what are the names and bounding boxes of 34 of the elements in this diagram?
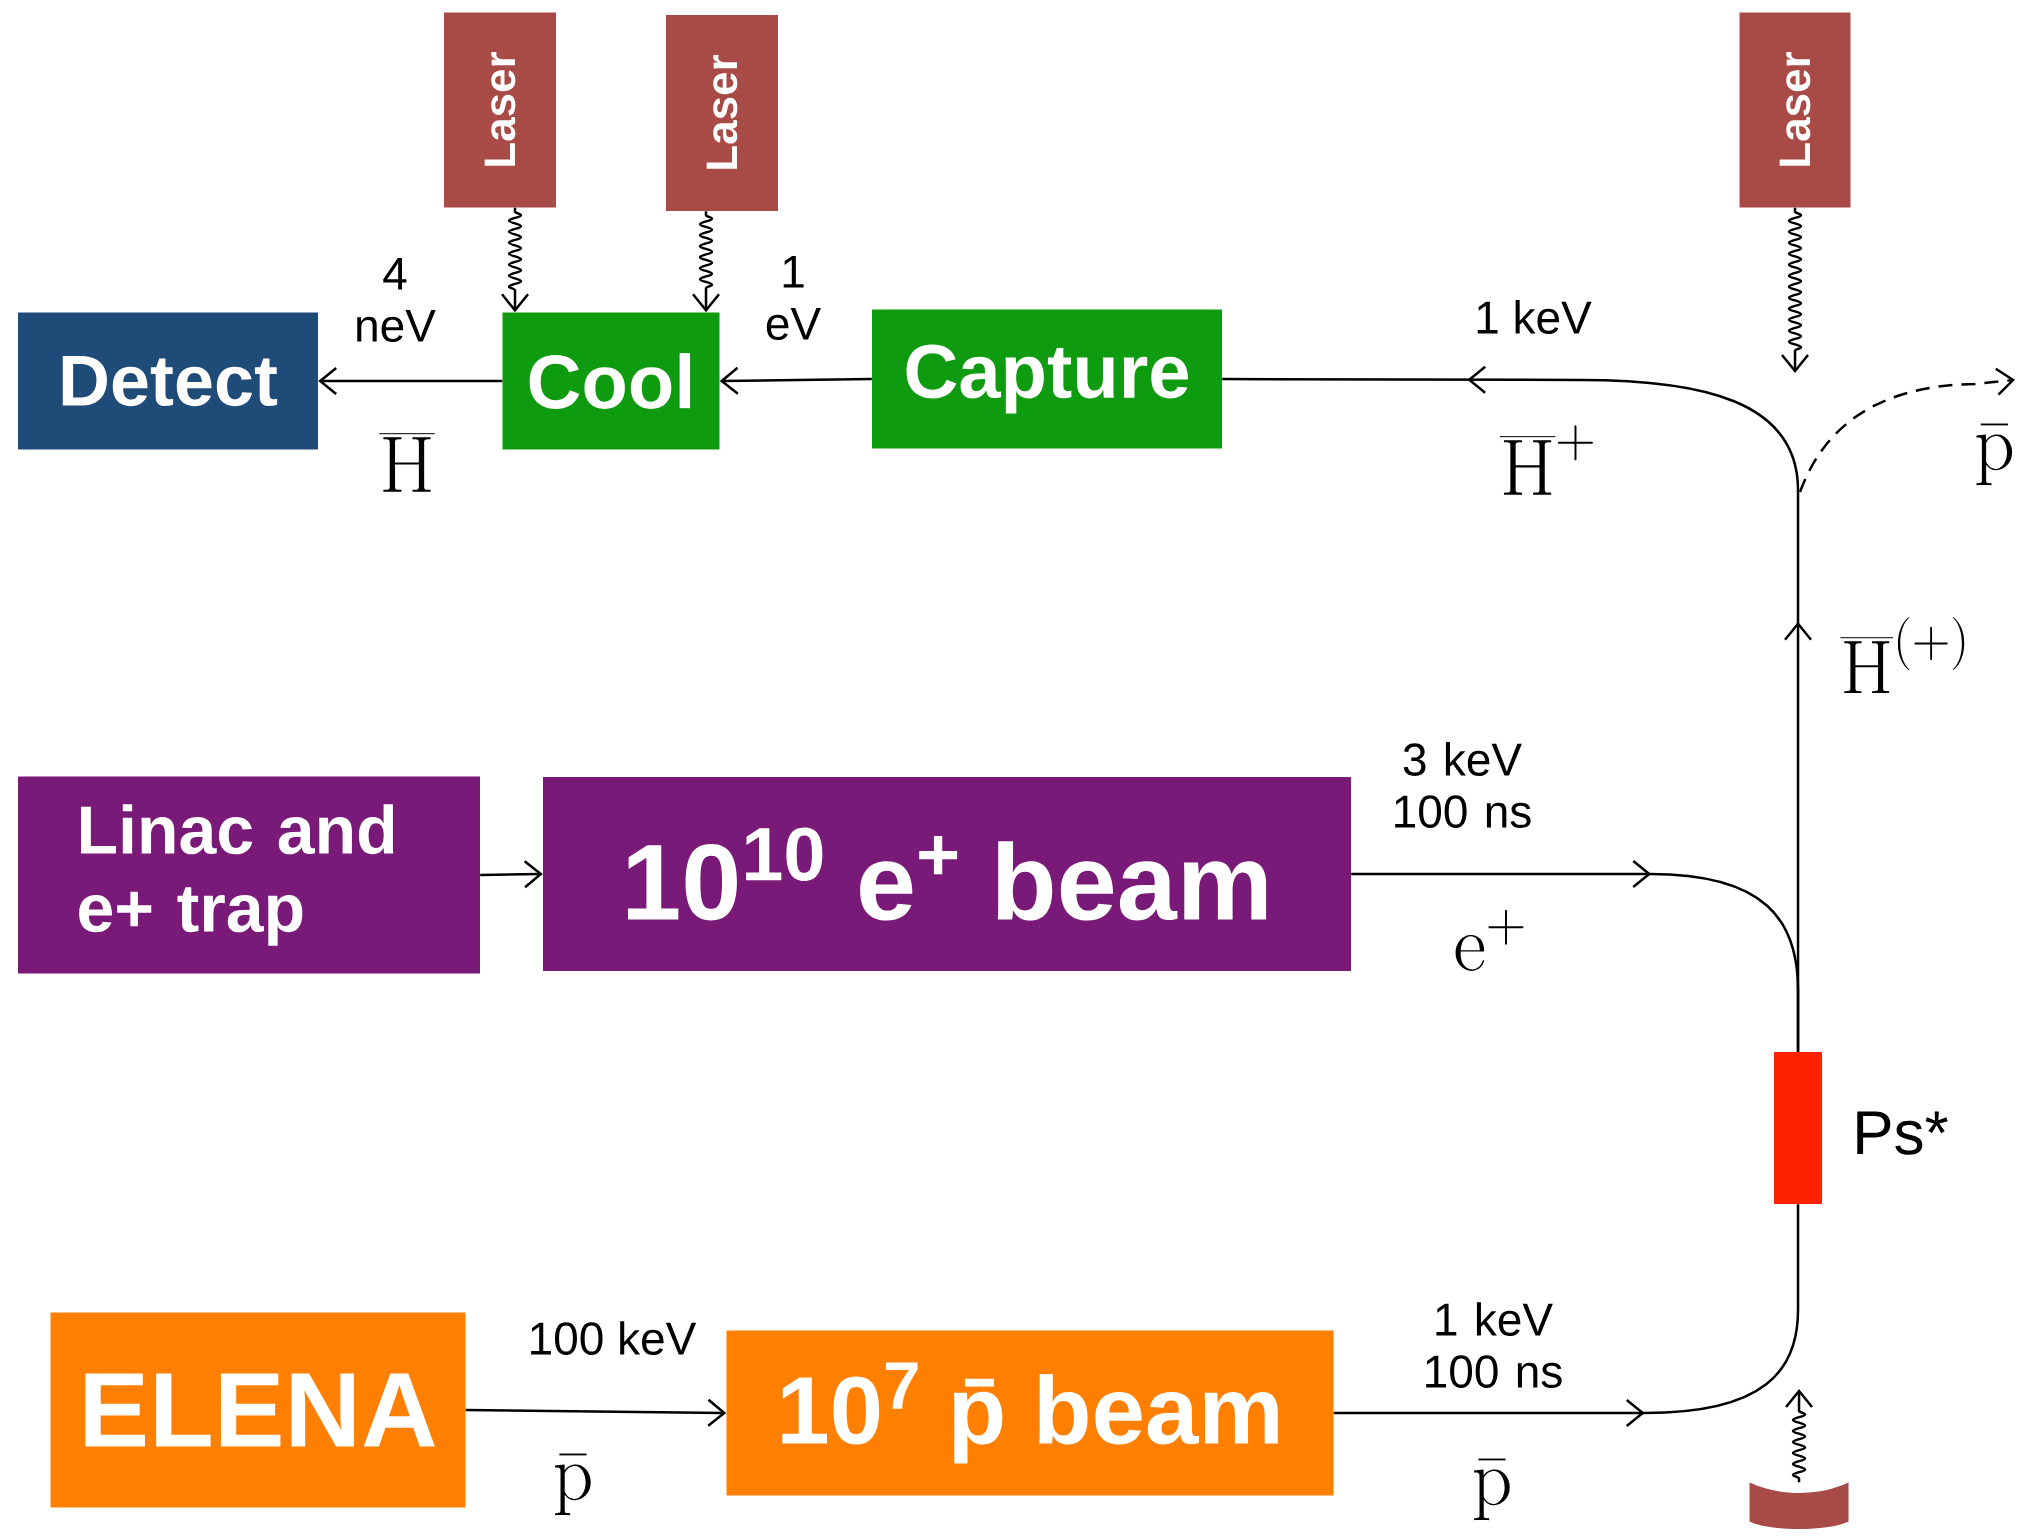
- edge-label: 1 eV: [754, 253, 832, 343]
- node-label: Ps*: [1857, 1111, 1948, 1155]
- process-box: Capture: [872, 309, 1222, 449]
- process-box: Detect: [18, 312, 318, 450]
- arrow: [1798, 367, 2016, 493]
- laser-box: Laser: [444, 12, 556, 208]
- particle-label: $\bar{\mathrm{p}}$: [555, 1453, 591, 1516]
- process-box: Cool: [502, 312, 720, 450]
- wavy-arrow: [1781, 207, 1809, 373]
- edge-label: 1 keV: [1472, 298, 1594, 336]
- edge-label: 3 keV 100 ns: [1377, 740, 1547, 830]
- process-box: 10$^{10}$ e$^{+}$ beam: [543, 777, 1351, 971]
- edge-label: 1 keV 100 ns: [1408, 1300, 1578, 1390]
- process-box: ELENA: [50, 1312, 466, 1508]
- arrow: [465, 1398, 727, 1427]
- particle-label: $\mathrm{e}^{+}$: [1455, 909, 1524, 971]
- process-box: 10$^{7}$ p̄ beam: [726, 1330, 1334, 1496]
- particle-label: $\overline{\mathrm{H}}^{+}$: [1499, 425, 1594, 495]
- edge-label: 100 keV: [525, 1319, 699, 1357]
- particle-label: $\bar{\mathrm{p}}$: [1474, 1458, 1510, 1521]
- arrow: [719, 366, 872, 395]
- dish-drawing: [1749, 1482, 1849, 1529]
- process-box: Linac and e+ trap: [18, 776, 480, 974]
- wavy-arrow: [1785, 1389, 1813, 1483]
- edge-label: 4 neV: [344, 255, 446, 345]
- particle-label: $\overline{\mathrm{H}}$: [379, 433, 435, 492]
- particle-label: $\overline{\mathrm{H}}^{(+)}$: [1840, 616, 1965, 694]
- laser-box: Laser: [1739, 12, 1851, 208]
- arrow: [318, 367, 503, 395]
- particle-label: $\bar{\mathrm{p}}$: [1976, 423, 2013, 486]
- laser-box: Laser: [666, 15, 778, 211]
- arrow: [480, 860, 543, 889]
- wavy-arrow: [692, 211, 720, 313]
- wavy-arrow: [501, 207, 529, 313]
